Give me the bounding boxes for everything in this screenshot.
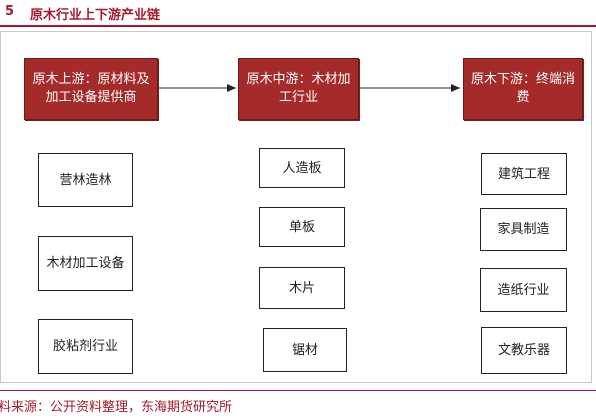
midstream-item-2: 单板 <box>259 207 345 247</box>
figure-title: 原木行业上下游产业链 <box>30 8 161 23</box>
upstream-item-3: 胶粘剂行业 <box>38 319 133 374</box>
midstream-item-1: 人造板 <box>259 148 345 188</box>
upstream-item-1: 营林造林 <box>38 153 133 207</box>
downstream-item-1: 建筑工程 <box>481 153 567 195</box>
title-divider <box>0 25 596 27</box>
downstream-item-2: 家具制造 <box>480 208 567 251</box>
figure-number: 5 <box>5 4 15 19</box>
stage-upstream: 原木上游：原材料及加工设备提供商 <box>24 58 158 120</box>
stage-midstream-label: 原木中游：木材加工行业 <box>246 72 351 105</box>
title-bar: 5 原木行业上下游产业链 <box>0 0 596 27</box>
stage-downstream: 原木下游：终端消费 <box>463 58 583 120</box>
stage-upstream-label: 原木上游：原材料及加工设备提供商 <box>32 72 150 105</box>
midstream-item-4: 锯材 <box>263 328 347 372</box>
downstream-item-3: 造纸行业 <box>480 268 567 312</box>
upstream-item-2: 木材加工设备 <box>38 236 133 291</box>
footer-divider <box>0 390 596 391</box>
downstream-item-4: 文教乐器 <box>481 327 567 374</box>
stage-downstream-label: 原木下游：终端消费 <box>470 72 575 105</box>
midstream-item-3: 木片 <box>259 267 345 309</box>
source-note: 料来源：公开资料整理，东海期货研究所 <box>0 400 233 415</box>
stage-midstream: 原木中游：木材加工行业 <box>238 58 359 120</box>
